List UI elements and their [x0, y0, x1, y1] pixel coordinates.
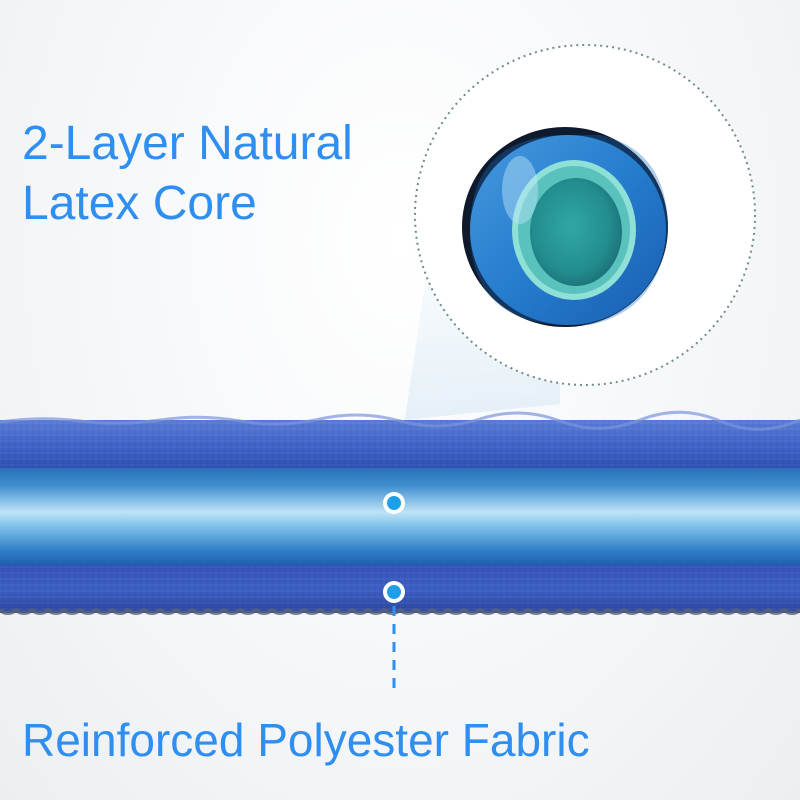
fabric-layer-top — [0, 410, 800, 472]
magnifier-callout — [414, 44, 756, 386]
polyester-fabric-label: Reinforced Polyester Fabric — [22, 714, 590, 766]
latex-core-label-line1: 2-Layer Natural — [22, 117, 353, 170]
core-marker-dot — [383, 492, 405, 514]
latex-core-label-line2: Latex Core — [22, 177, 257, 230]
fabric-marker-dot — [383, 581, 405, 603]
latex-core-label: 2-Layer Natural Latex Core — [22, 114, 422, 234]
callout-beam — [394, 250, 560, 492]
latex-core-band — [0, 468, 800, 566]
